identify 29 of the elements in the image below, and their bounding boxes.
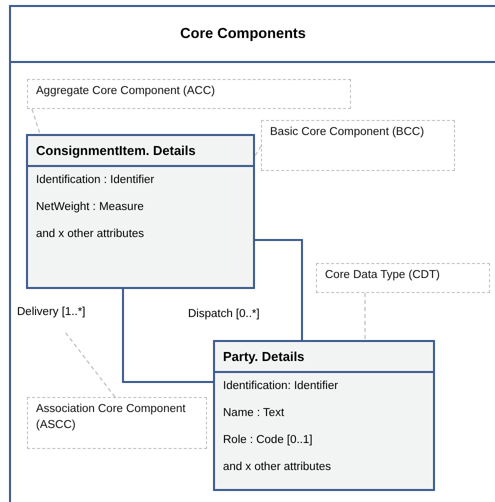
attribute-text: and x other attributes <box>223 461 332 473</box>
leader-line <box>31 108 41 134</box>
edge-label: Delivery [1..*] <box>15 306 88 318</box>
leader-line <box>254 146 262 156</box>
attribute-text: Name : Text <box>223 407 284 419</box>
leader-line <box>364 293 366 340</box>
callout-box <box>27 397 207 449</box>
attribute-text: Identification: Identifier <box>223 380 338 392</box>
class-name: Party. Details <box>223 349 304 364</box>
attribute-text: Identification : Identifier <box>36 174 154 186</box>
attribute-text: Role : Code [0..1] <box>223 434 312 446</box>
callout-box <box>27 79 351 109</box>
class-box <box>213 340 435 491</box>
attribute-text: NetWeight : Measure <box>36 201 144 213</box>
edge-label: Dispatch [0..*] <box>186 308 262 320</box>
callout-text: Association Core Component (ASCC) <box>36 403 186 431</box>
callout-box <box>261 120 455 171</box>
leader-line <box>64 332 116 398</box>
attribute-text: and x other attributes <box>36 228 144 240</box>
callout-text: Aggregate Core Component (ACC) <box>36 85 215 97</box>
association-line <box>255 239 303 340</box>
panel-frame <box>9 5 495 502</box>
panel-title: Core Components <box>180 26 306 42</box>
class-box <box>26 134 255 289</box>
association-line <box>122 289 213 383</box>
callout-text: Basic Core Component (BCC) <box>270 126 424 138</box>
callout-box <box>316 263 490 293</box>
callout-text: Core Data Type (CDT) <box>325 269 440 281</box>
class-name: ConsignmentItem. Details <box>36 143 196 158</box>
